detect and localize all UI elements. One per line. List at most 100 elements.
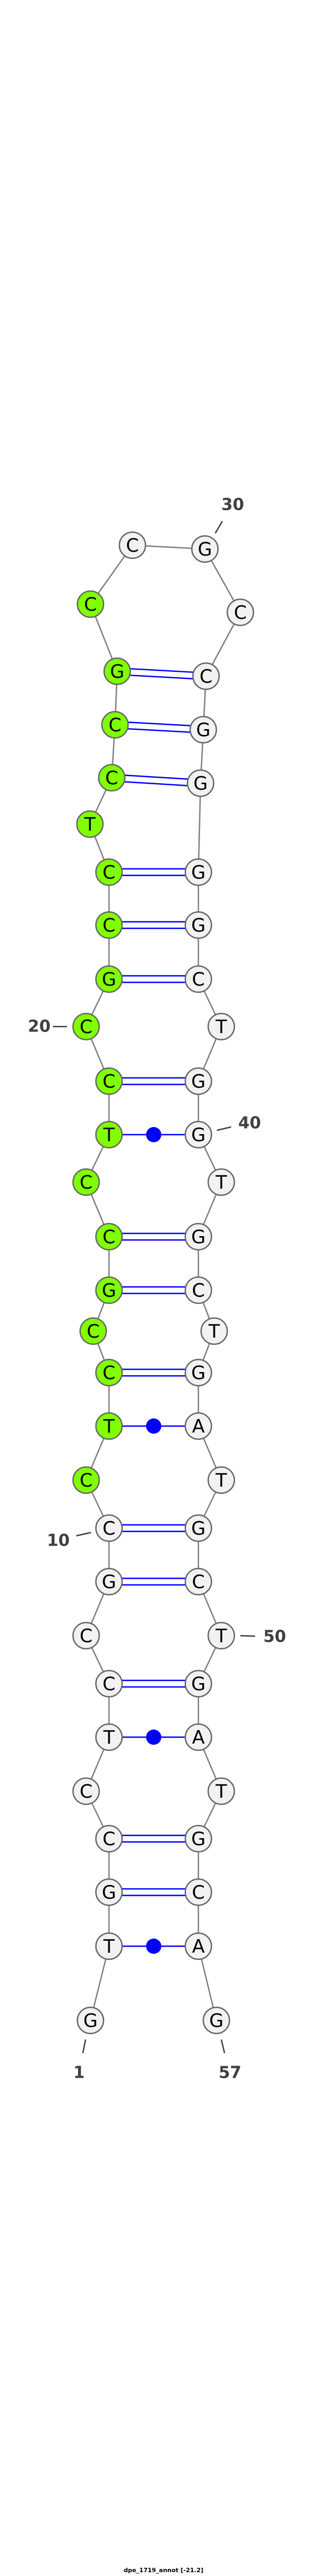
- base-pair-gc: [122, 1524, 185, 1533]
- nucleotide-32: C: [192, 662, 220, 690]
- position-label-40: 40: [238, 1114, 261, 1133]
- nucleotide-letter: C: [102, 1071, 116, 1093]
- nucleotide-16: C: [95, 1223, 123, 1251]
- nucleotide-circle: [207, 1621, 235, 1650]
- nucleotide-letter: G: [191, 1518, 205, 1540]
- base-pair-gc: [122, 1368, 185, 1377]
- structure-title: dpe_1719_annot [-21.2]: [123, 2567, 204, 2574]
- nucleotide-38: T: [207, 1012, 235, 1041]
- nucleotide-10: C: [95, 1514, 123, 1542]
- nucleotide-circle: [189, 715, 217, 744]
- nucleotide-letter: T: [103, 1727, 115, 1749]
- pair-bond-line: [128, 721, 191, 726]
- nucleotide-letter: C: [192, 1571, 205, 1593]
- nucleotide-30: G: [191, 535, 219, 563]
- nucleotide-52: A: [184, 1723, 213, 1751]
- nucleotide-5: C: [72, 1777, 100, 1805]
- nucleotide-letter: C: [102, 1518, 116, 1540]
- nucleotide-1: G: [76, 2006, 105, 2035]
- position-label-57: 57: [219, 2064, 241, 2083]
- base-pair-gc: [122, 1286, 185, 1295]
- nucleotide-22: C: [95, 911, 123, 939]
- nucleotide-37: C: [184, 965, 213, 993]
- base-pair-gc: [122, 868, 185, 876]
- nucleotide-circle: [72, 1012, 100, 1041]
- nucleotide-circle: [191, 535, 219, 563]
- nucleotide-letter: T: [215, 1172, 227, 1194]
- nucleotide-letter: G: [102, 1280, 116, 1302]
- nucleotide-circle: [207, 1466, 235, 1494]
- nucleotide-27: G: [103, 657, 131, 685]
- nucleotide-18: T: [95, 1120, 123, 1149]
- base-pair-layer: [122, 668, 193, 1954]
- nucleotide-letter: C: [102, 1362, 116, 1384]
- nucleotide-circle: [95, 858, 123, 886]
- nucleotide-circle: [72, 1466, 100, 1494]
- nucleotide-circle: [72, 1168, 100, 1196]
- nucleotide-letter: T: [84, 814, 96, 836]
- base-pair-gc: [122, 1077, 185, 1086]
- base-pair-noncanonical: [122, 1939, 185, 1954]
- nucleotide-letter: C: [102, 1226, 116, 1248]
- base-pair-gc: [128, 721, 191, 733]
- nucleotide-letter: G: [191, 1673, 205, 1695]
- nucleotide-letter: T: [103, 1936, 115, 1958]
- base-pair-gc: [122, 1679, 185, 1688]
- nucleotide-letter: C: [108, 714, 122, 736]
- nucleotide-49: C: [184, 1567, 213, 1596]
- nucleotide-letter: C: [102, 915, 116, 937]
- nucleotide-circle: [184, 1723, 213, 1751]
- nucleotide-21: G: [95, 965, 123, 993]
- nucleotide-circle: [95, 1514, 123, 1542]
- position-tick: [216, 1126, 232, 1131]
- pair-bond-line: [130, 675, 193, 679]
- position-tick: [82, 2039, 87, 2054]
- nucleotide-circle: [95, 1276, 123, 1304]
- nucleotide-circle: [186, 769, 215, 797]
- nucleotide-6: T: [95, 1723, 123, 1751]
- nucleotide-circle: [103, 657, 131, 685]
- nucleotide-19: C: [95, 1067, 123, 1095]
- position-tick: [76, 1531, 92, 1537]
- nucleotide-41: T: [207, 1168, 235, 1196]
- nucleotide-letter: C: [80, 1625, 93, 1647]
- position-label-10: 10: [47, 1531, 70, 1551]
- pair-dot-icon: [146, 1418, 161, 1434]
- nucleotide-letter: T: [208, 1321, 220, 1343]
- nucleotide-circle: [226, 598, 255, 627]
- nucleotide-letter: C: [84, 594, 97, 616]
- nucleotide-43: C: [184, 1276, 213, 1304]
- nucleotide-letter: G: [193, 773, 208, 795]
- nucleotide-circle: [184, 1412, 213, 1440]
- nucleotide-circle: [192, 662, 220, 690]
- nucleotide-circle: [72, 1777, 100, 1805]
- nucleotide-15: G: [95, 1276, 123, 1304]
- position-tick: [214, 521, 223, 534]
- nucleotide-circle: [101, 711, 129, 739]
- nucleotide-circle: [184, 1514, 213, 1542]
- nucleotide-39: G: [184, 1067, 213, 1095]
- base-pair-noncanonical: [122, 1127, 185, 1142]
- nucleotide-letter: G: [196, 719, 210, 741]
- nucleotide-letter: G: [102, 1882, 116, 1904]
- nucleotide-letter: G: [191, 1124, 205, 1146]
- nucleotide-letter: C: [126, 535, 139, 557]
- nucleotide-letter: G: [191, 1362, 205, 1384]
- nucleotide-circle: [207, 1777, 235, 1805]
- base-pair-gc: [122, 921, 185, 929]
- nucleotide-51: G: [184, 1669, 213, 1698]
- pair-dot-icon: [146, 1939, 161, 1954]
- nucleotide-letter: G: [198, 539, 212, 560]
- nucleotide-circle: [95, 1824, 123, 1853]
- nucleotide-8: C: [72, 1621, 100, 1650]
- nucleotide-56: A: [184, 1932, 213, 1960]
- nucleotide-25: C: [98, 764, 126, 792]
- nucleotide-33: G: [189, 715, 217, 744]
- base-pair-gc: [124, 774, 188, 786]
- nucleotide-circle: [98, 764, 126, 792]
- nucleotide-circle: [95, 1120, 123, 1149]
- pair-dot-icon: [146, 1730, 161, 1745]
- nucleotide-circle: [202, 2006, 231, 2035]
